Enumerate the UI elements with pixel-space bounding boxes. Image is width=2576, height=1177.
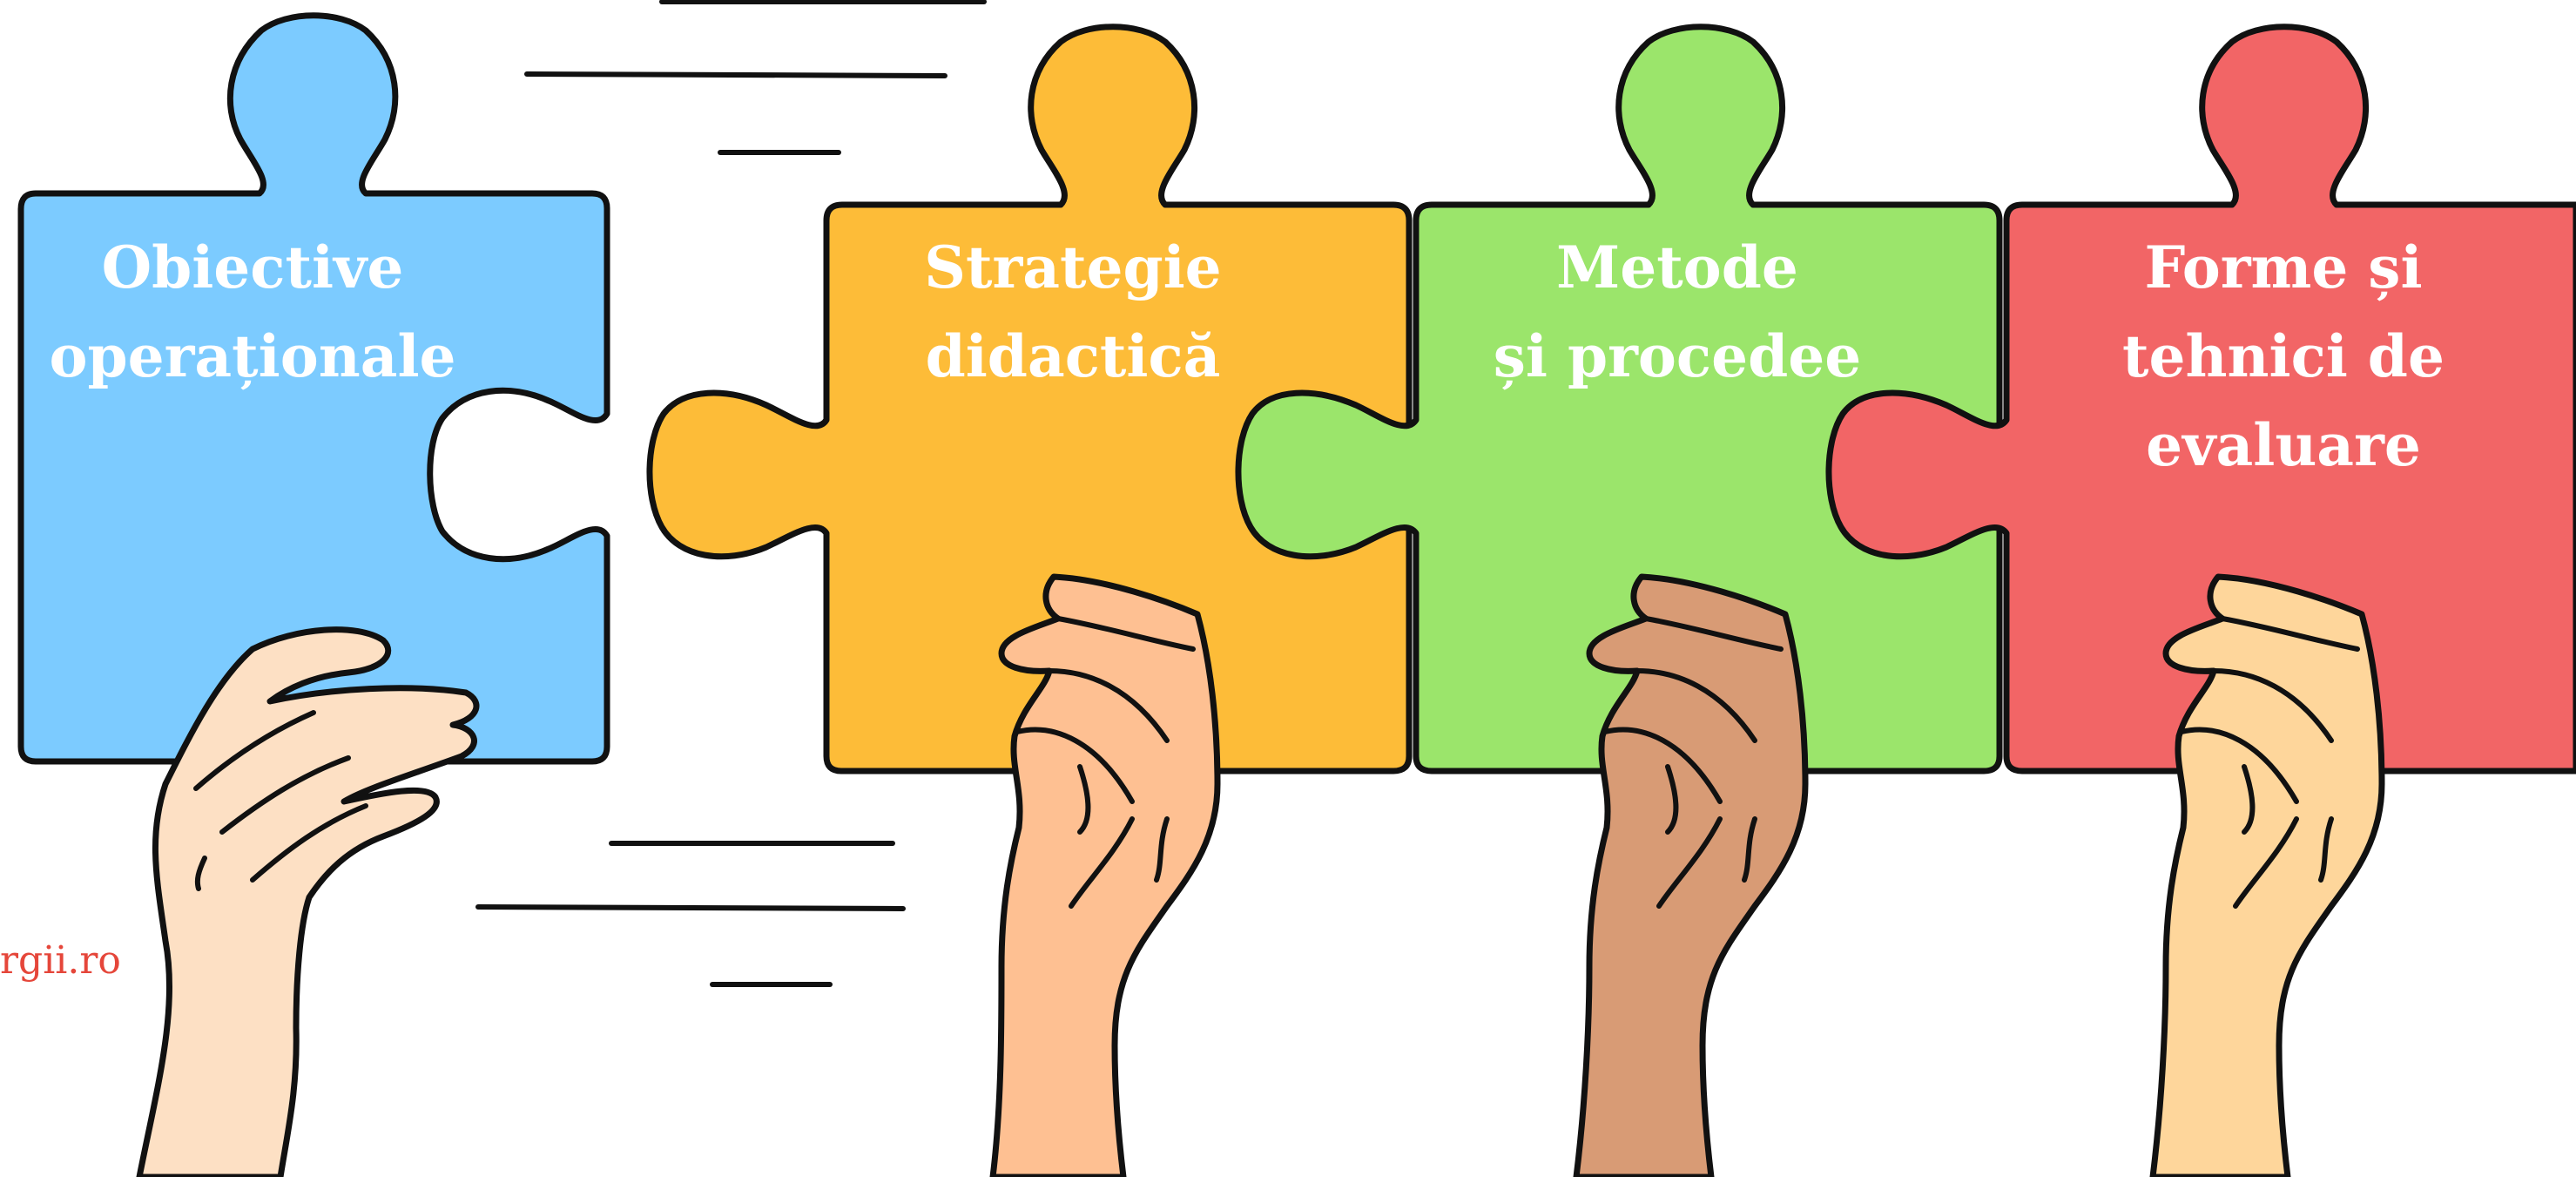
puzzle-piece-shape: [1825, 24, 2576, 775]
finger-crease: [193, 710, 368, 891]
piece-label: Forme și: [2144, 233, 2422, 301]
motion-line: [524, 71, 947, 78]
hand: [989, 573, 1221, 1177]
hand-shape: [989, 573, 1221, 1177]
puzzle-piece-shape: [17, 12, 610, 765]
piece-label: tehnici de: [2122, 322, 2445, 390]
piece-forme: Forme și tehnici de evaluare: [1825, 24, 2576, 775]
motion-lines: [475, 0, 987, 987]
watermark-text: rgii.ro: [0, 938, 121, 983]
piece-label: Obiective: [102, 233, 404, 301]
piece-label: Metode: [1556, 233, 1798, 301]
piece-label: didactică: [926, 322, 1221, 390]
hand: [2149, 573, 2385, 1177]
finger-crease: [1015, 616, 1196, 909]
piece-metode: Metode și procedee: [1235, 24, 2003, 775]
hand-shape: [2149, 573, 2385, 1177]
piece-label: evaluare: [2146, 411, 2421, 479]
finger-crease: [1602, 616, 1784, 909]
hand-shape: [1573, 573, 1809, 1177]
motion-line: [475, 904, 906, 911]
piece-label: și procedee: [1494, 322, 1861, 390]
piece-label: operaționale: [49, 322, 455, 390]
piece-label: Strategie: [924, 233, 1221, 301]
finger-crease: [2179, 616, 2360, 909]
hand: [1573, 573, 1809, 1177]
piece-strategie: Strategie didactică: [646, 24, 1413, 775]
piece-obiective: Obiective operaționale: [17, 12, 610, 765]
hand: [136, 626, 480, 1177]
